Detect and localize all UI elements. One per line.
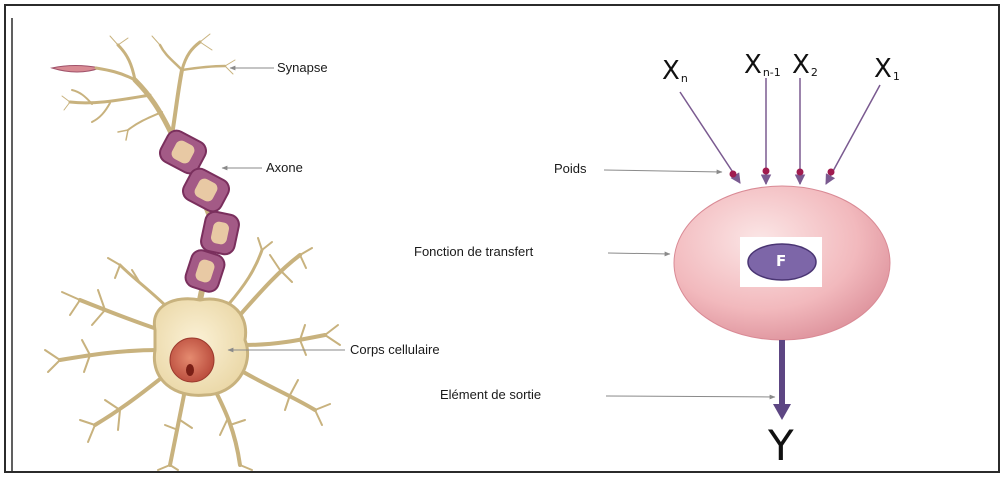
neuron-leader-lines [222, 68, 345, 350]
synapse-terminal [52, 66, 100, 73]
output-arrowhead [773, 404, 791, 420]
myelin-sheath [199, 210, 241, 256]
weight-marker [797, 169, 804, 176]
nucleolus [186, 364, 194, 376]
output-symbol: Y [768, 425, 794, 467]
transfer-function-label: Fonction de transfert [414, 244, 533, 259]
biological-neuron [45, 34, 340, 470]
synapse-label: Synapse [277, 60, 328, 75]
input-symbol-2: X2 [792, 52, 818, 78]
input-arrow-1 [826, 85, 880, 184]
axon [156, 127, 240, 300]
myelin-sheath [183, 248, 227, 295]
input-symbol-n: Xn [662, 58, 688, 84]
nucleus [170, 338, 214, 382]
input-symbol-1: X1 [874, 56, 900, 82]
axon-label: Axone [266, 160, 303, 175]
weight-marker [763, 168, 770, 175]
input-arrow-n [680, 92, 740, 183]
function-symbol: F [776, 252, 786, 270]
axon-terminal-branches [62, 34, 235, 140]
input-symbol-n-minus-1: Xn-1 [744, 52, 781, 78]
weight-marker [828, 169, 835, 176]
weight-marker [730, 171, 737, 178]
weights-label: Poids [554, 161, 587, 176]
artificial-neuron [674, 78, 890, 420]
cell-body-label: Corps cellulaire [350, 342, 440, 357]
output-element-label: Elément de sortie [440, 387, 541, 402]
